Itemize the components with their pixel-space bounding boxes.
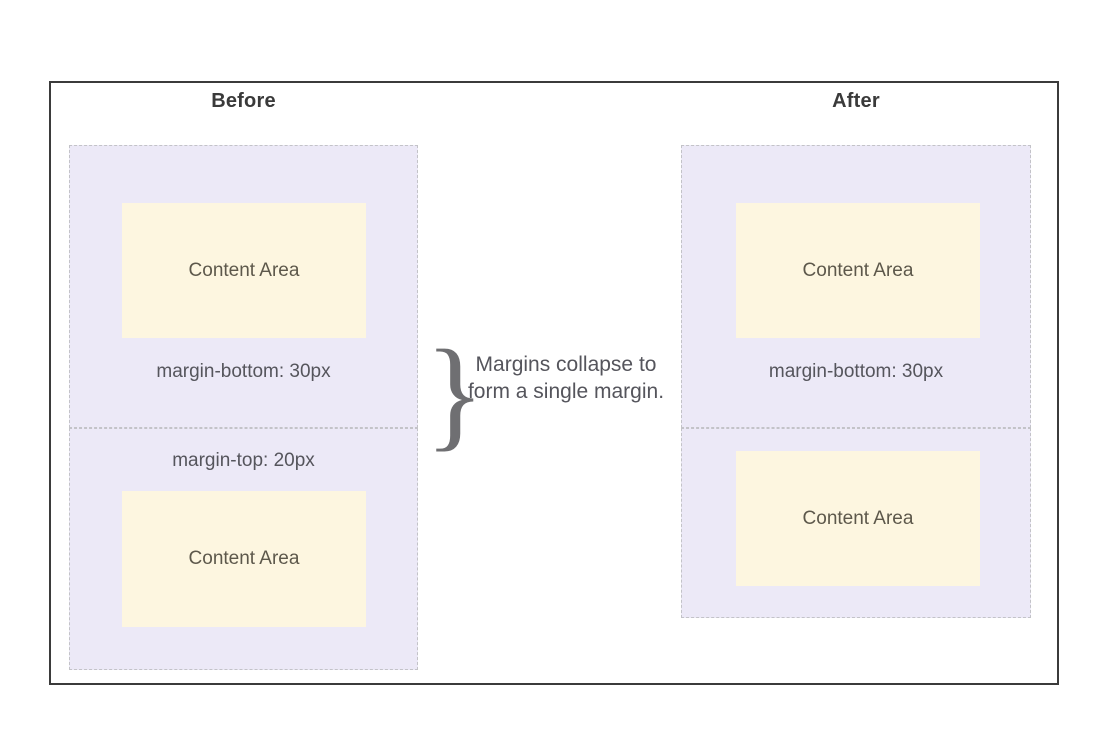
before-panel: Content Area margin-bottom: 30px margin-… — [69, 145, 418, 670]
after-margin-box-top: Content Area margin-bottom: 30px — [681, 145, 1031, 428]
collapse-annotation: } Margins collapse to form a single marg… — [425, 331, 675, 460]
after-panel: Content Area margin-bottom: 30px Content… — [681, 145, 1031, 618]
panel-title-after: After — [832, 90, 880, 112]
before-margin-box-top: Content Area margin-bottom: 30px — [69, 145, 418, 428]
after-margin-bottom-label: margin-bottom: 30px — [768, 361, 944, 382]
after-content-area-top: Content Area — [736, 203, 980, 338]
panel-title-before: Before — [211, 90, 276, 112]
after-content-area-bottom: Content Area — [736, 451, 980, 586]
before-content-area-top: Content Area — [122, 203, 366, 338]
collapse-annotation-text: Margins collapse to form a single margin… — [467, 353, 665, 403]
before-margin-top-label: margin-top: 20px — [172, 450, 315, 471]
after-margin-box-bottom: Content Area — [681, 428, 1031, 618]
curly-brace-icon: } — [425, 325, 485, 462]
before-margin-box-bottom: margin-top: 20px Content Area — [69, 428, 418, 670]
before-margin-bottom-label: margin-bottom: 30px — [156, 361, 331, 382]
before-content-area-bottom: Content Area — [122, 491, 366, 627]
